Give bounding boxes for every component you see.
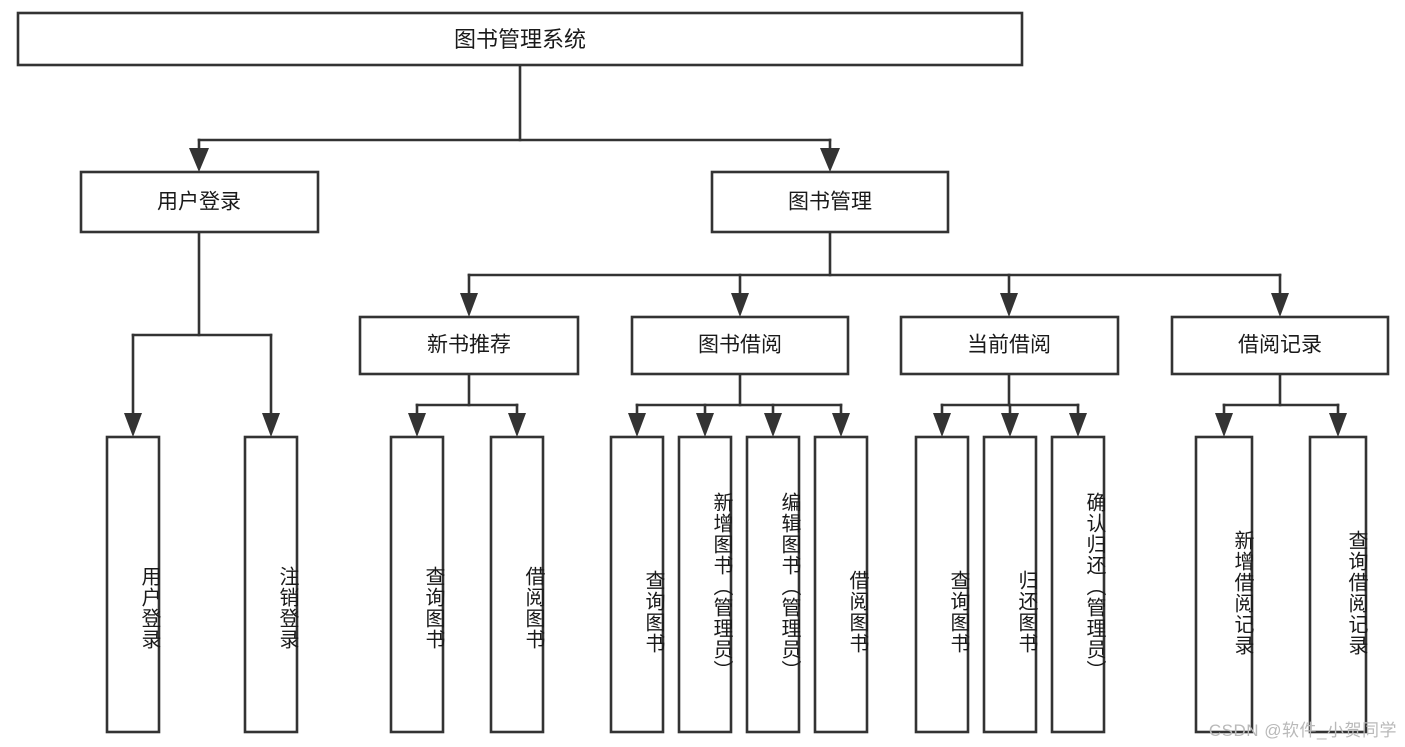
leaf-box-book-borrow-1[interactable] (609, 435, 665, 734)
connectors-book-manage-to-level3 (460, 230, 1289, 317)
leaf-box-current-borrow-3[interactable] (1050, 435, 1106, 734)
leaf-boxes-borrow-record (1194, 435, 1368, 734)
arrow-br-leaf-1 (1215, 413, 1233, 437)
connectors-root-to-level2 (189, 63, 840, 172)
arrow-bb-leaf-1 (628, 413, 646, 437)
arrow-user-login-leaf-2 (262, 413, 280, 437)
leaf-box-borrow-record-2[interactable] (1308, 435, 1368, 734)
node-book-manage-label: 图书管理 (788, 191, 872, 214)
arrow-bm-to-new-book (460, 293, 478, 317)
leaf-box-borrow-record-1[interactable] (1194, 435, 1254, 734)
arrow-bm-to-book-borrow (731, 293, 749, 317)
leaf-box-current-borrow-2[interactable] (982, 435, 1038, 734)
node-root-label: 图书管理系统 (454, 27, 586, 52)
node-new-book-recommend-box[interactable] (358, 315, 580, 376)
node-user-login[interactable]: 用户登录 (79, 170, 320, 234)
arrow-nb-leaf-1 (408, 413, 426, 437)
leaf-box-book-borrow-3[interactable] (745, 435, 801, 734)
node-book-manage[interactable]: 图书管理 (710, 170, 950, 234)
connectors-new-book-to-leaves (408, 372, 526, 437)
leaf-boxes-current-borrow (914, 435, 1106, 734)
node-new-book-recommend-label: 新书推荐 (427, 334, 511, 357)
arrow-cb-leaf-1 (933, 413, 951, 437)
node-current-borrow-label: 当前借阅 (967, 334, 1051, 357)
node-user-login-box[interactable] (79, 170, 320, 234)
arrow-bb-leaf-3 (764, 413, 782, 437)
leaf-box-user-login-1[interactable] (105, 435, 161, 734)
arrow-nb-leaf-2 (508, 413, 526, 437)
csdn-watermark: CSDN @软件_小贺同学 (1208, 721, 1397, 740)
node-book-borrow[interactable]: 图书借阅 (630, 315, 850, 376)
node-root[interactable]: 图书管理系统 (16, 11, 1024, 67)
arrow-cb-leaf-2 (1001, 413, 1019, 437)
arrow-root-to-user-login (189, 148, 209, 172)
node-borrow-record[interactable]: 借阅记录 (1170, 315, 1390, 376)
arrow-bb-leaf-2 (696, 413, 714, 437)
leaf-box-new-book-1[interactable] (389, 435, 445, 734)
node-borrow-record-box[interactable] (1170, 315, 1390, 376)
leaf-boxes-new-book-recommend (389, 435, 545, 734)
arrow-cb-leaf-3 (1069, 413, 1087, 437)
leaf-box-book-borrow-2[interactable] (677, 435, 733, 734)
node-current-borrow[interactable]: 当前借阅 (899, 315, 1120, 376)
node-borrow-record-label: 借阅记录 (1238, 334, 1322, 357)
node-current-borrow-box[interactable] (899, 315, 1120, 376)
connectors-book-borrow-to-leaves (628, 372, 850, 437)
leaf-boxes-book-borrow (609, 435, 869, 734)
node-book-manage-box[interactable] (710, 170, 950, 234)
leaf-box-new-book-2[interactable] (489, 435, 545, 734)
leaf-box-book-borrow-4[interactable] (813, 435, 869, 734)
connectors-borrow-record-to-leaves (1215, 372, 1347, 437)
node-book-borrow-box[interactable] (630, 315, 850, 376)
node-root-box[interactable] (16, 11, 1024, 67)
node-new-book-recommend[interactable]: 新书推荐 (358, 315, 580, 376)
arrow-bb-leaf-4 (832, 413, 850, 437)
node-user-login-label: 用户登录 (157, 191, 241, 214)
arrow-bm-to-current-borrow (1000, 293, 1018, 317)
leaf-boxes-user-login (105, 435, 299, 734)
connectors-user-login-to-leaves (124, 230, 280, 437)
arrow-bm-to-borrow-record (1271, 293, 1289, 317)
leaf-box-current-borrow-1[interactable] (914, 435, 970, 734)
arrow-root-to-book-manage (820, 148, 840, 172)
arrow-br-leaf-2 (1329, 413, 1347, 437)
connectors-current-borrow-to-leaves (933, 372, 1087, 437)
leaf-box-user-login-2[interactable] (243, 435, 299, 734)
node-book-borrow-label: 图书借阅 (698, 334, 782, 357)
arrow-user-login-leaf-1 (124, 413, 142, 437)
